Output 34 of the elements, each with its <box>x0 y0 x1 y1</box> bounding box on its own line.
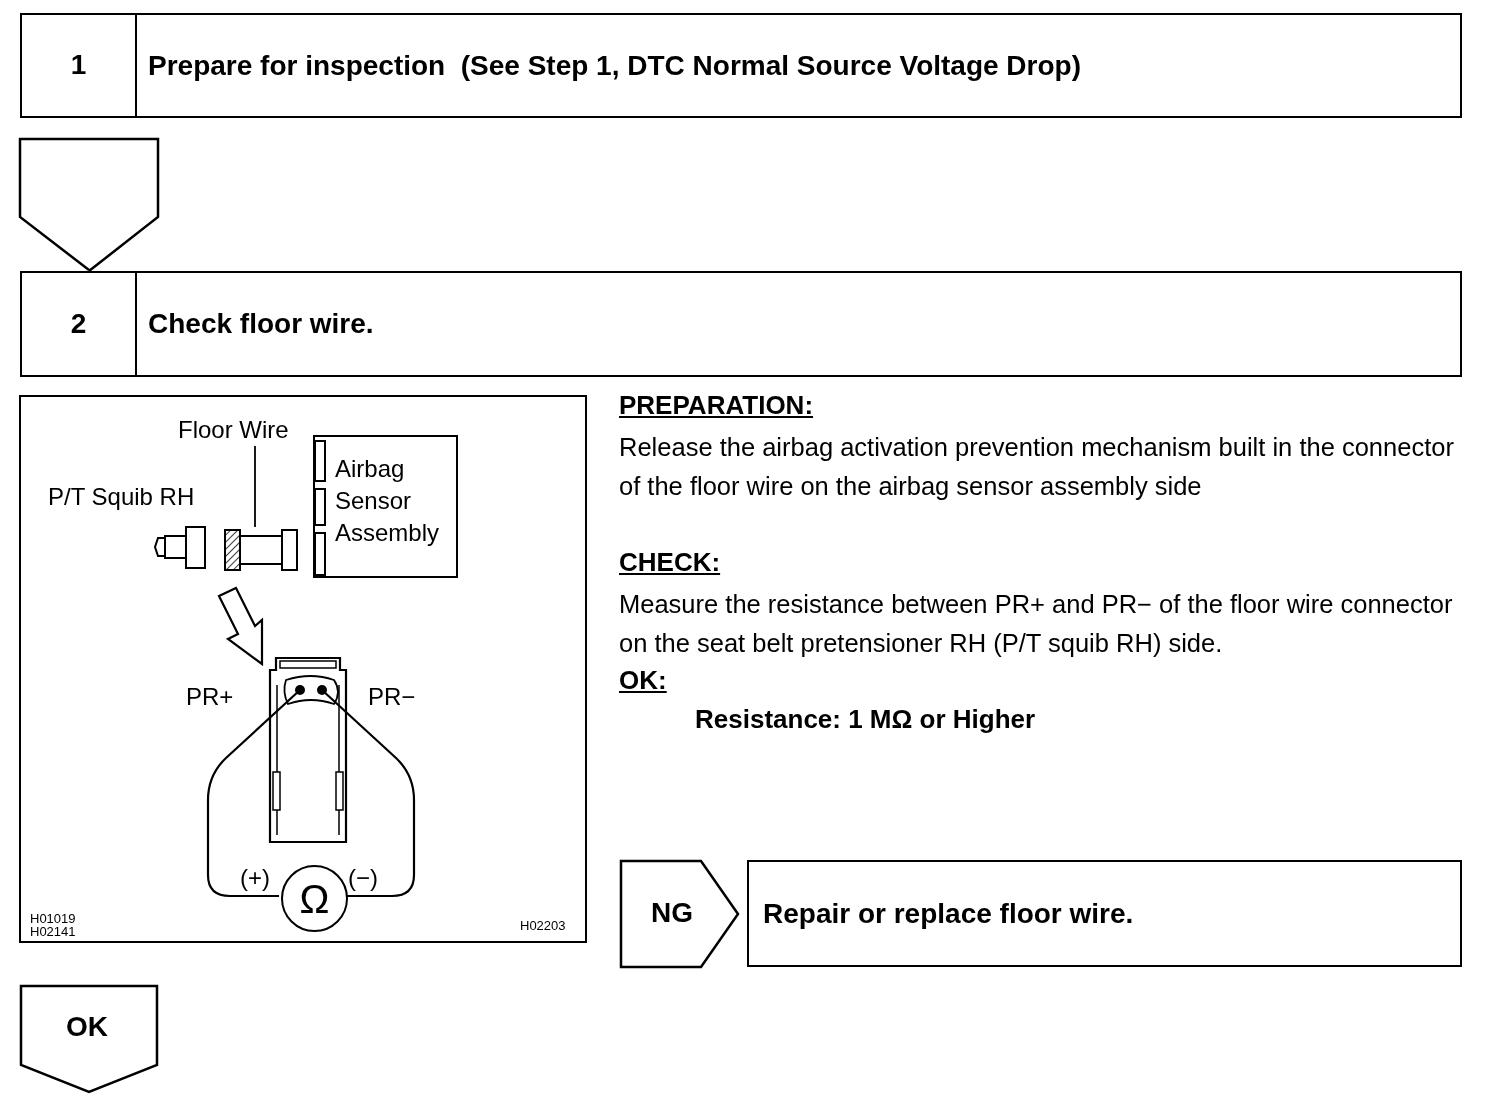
leader-line <box>254 445 256 528</box>
part-label: P/T Squib RH <box>48 483 195 511</box>
step-title: Check floor wire. <box>148 307 374 341</box>
figure-code: H01019 <box>30 912 76 927</box>
action-text: Repair or replace floor wire. <box>763 897 1134 930</box>
ohmmeter-symbol <box>281 865 348 932</box>
action-box <box>747 860 1462 967</box>
step-number: 2 <box>22 273 137 375</box>
instruction-text: Release the airbag activation prevention mechanism built in the connector of the floor wire on the airbag sensor assembly side <box>619 432 1455 502</box>
ohm-symbol: Ω <box>298 875 331 922</box>
polarity-label: (+) <box>240 864 270 892</box>
section-heading: CHECK: <box>619 548 721 578</box>
illustration-frame <box>19 395 587 943</box>
instruction-text: Measure the resistance between PR+ and PR− of the floor wire connector on the seat belt pretensioner RH (P/T squib RH) side. <box>619 589 1454 659</box>
step-box <box>20 271 1462 377</box>
step-box <box>20 13 1462 118</box>
result-label: OK <box>66 1011 108 1044</box>
wire-connector-drawing <box>224 529 298 571</box>
figure-code: H02203 <box>520 919 566 934</box>
sensor-assembly-box <box>313 435 458 578</box>
part-label: Floor Wire <box>178 416 289 444</box>
terminal-label: PR− <box>368 683 416 711</box>
figure-code: H02141 <box>30 925 76 940</box>
terminal-label: PR+ <box>186 683 234 711</box>
flow-chevron <box>20 985 158 1093</box>
section-heading: PREPARATION: <box>619 391 814 421</box>
step-title: Prepare for inspection (See Step 1, DTC Normal Source Voltage Drop) <box>148 49 1081 82</box>
step-number: 1 <box>22 15 137 116</box>
result-label: NG <box>651 897 693 930</box>
part-label: Airbag Sensor Assembly <box>335 454 441 548</box>
section-heading: OK: <box>619 666 667 696</box>
specification-text: Resistance: 1 MΩ or Higher <box>695 705 1036 735</box>
result-chevron <box>620 860 739 968</box>
polarity-label: (−) <box>348 864 378 892</box>
